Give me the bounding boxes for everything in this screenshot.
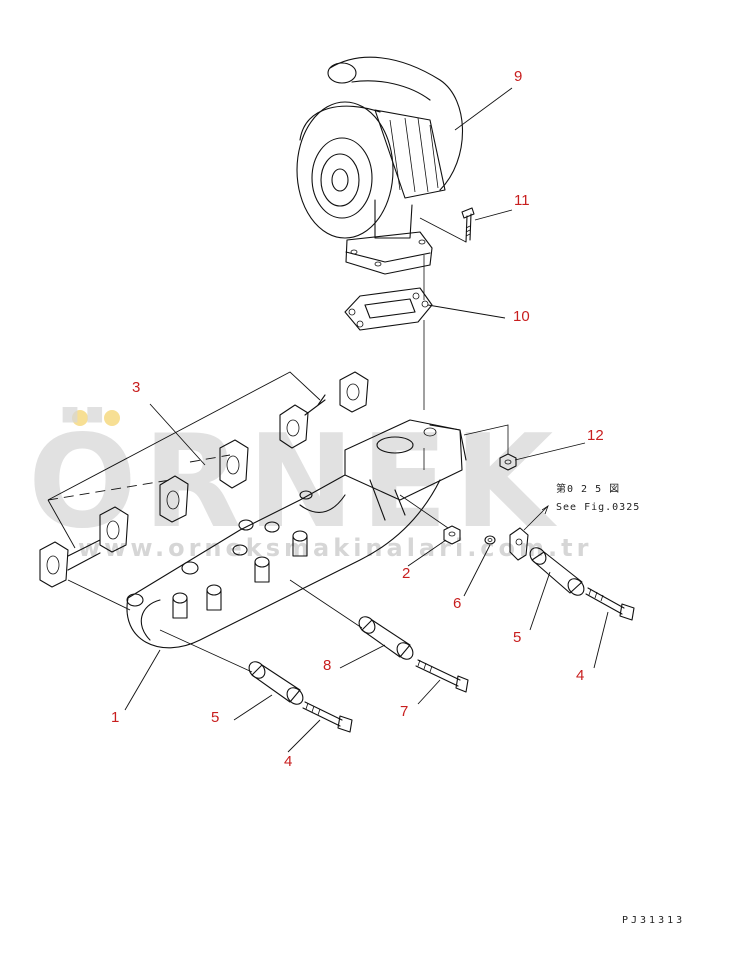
callout-12: 12 (587, 427, 604, 444)
reference-note: 第0 2 5 図 See Fig.0325 (556, 482, 640, 513)
callouts: 9 11 10 12 3 1 2 6 8 7 5 4 5 4 (111, 68, 604, 770)
reference-note-en: See Fig.0325 (556, 502, 640, 513)
nut-part-12 (463, 424, 517, 471)
watermark: ÖRNEK www.orneksmakinalari.com.tr (28, 407, 592, 562)
spacer-part-5-left (159, 629, 304, 705)
turbo-compressor-housing (296, 101, 394, 239)
callout-10: 10 (513, 308, 530, 325)
reference-note-jp: 第0 2 5 図 (556, 482, 620, 495)
bolt-part-7 (415, 659, 469, 693)
callout-7: 7 (400, 703, 408, 720)
clamp-bracket (509, 504, 549, 561)
callout-4-right: 4 (576, 667, 584, 684)
spacer-part-5-right (529, 547, 585, 596)
callout-5-right: 5 (513, 629, 521, 646)
turbo-center-housing (374, 109, 446, 199)
callout-6: 6 (453, 595, 461, 612)
callout-1: 1 (111, 709, 119, 726)
manifold-port-bosses (126, 479, 406, 619)
gasket-outline (344, 287, 433, 331)
leader-lines (124, 87, 609, 753)
turbocharger (296, 56, 464, 300)
watermark-umlaut-dot (104, 410, 120, 426)
callout-2: 2 (402, 565, 410, 582)
manifold-gaskets (39, 371, 369, 611)
exhaust-manifold (126, 419, 467, 649)
callout-8: 8 (323, 657, 331, 674)
turbo-exhaust-neck (374, 199, 413, 239)
bolt-part-11 (419, 207, 475, 243)
watermark-brand: ÖRNEK (28, 407, 559, 557)
manifold-lower-edge (126, 479, 441, 649)
washer-part-6 (484, 535, 496, 545)
callout-9: 9 (514, 68, 522, 85)
bolt-part-4-right (585, 587, 635, 621)
callout-5-left: 5 (211, 709, 219, 726)
callout-11: 11 (514, 192, 530, 209)
watermark-umlaut-dot (72, 410, 88, 426)
bolt-part-4-left (302, 701, 353, 733)
turbo-nut (331, 168, 349, 192)
callout-3: 3 (132, 379, 140, 396)
turbo-gasket (344, 287, 433, 410)
nut-part-2 (399, 494, 461, 545)
watermark-site: www.orneksmakinalari.com.tr (78, 534, 592, 562)
turbo-housing-outline (329, 56, 464, 191)
spacer-part-8 (289, 579, 414, 660)
callout-4-left: 4 (284, 753, 292, 770)
turbo-outlet-pipe (327, 62, 357, 84)
bolt-head (461, 207, 475, 219)
drawing-code: PJ31313 (622, 915, 685, 926)
turbo-mounting-flange (345, 231, 433, 275)
